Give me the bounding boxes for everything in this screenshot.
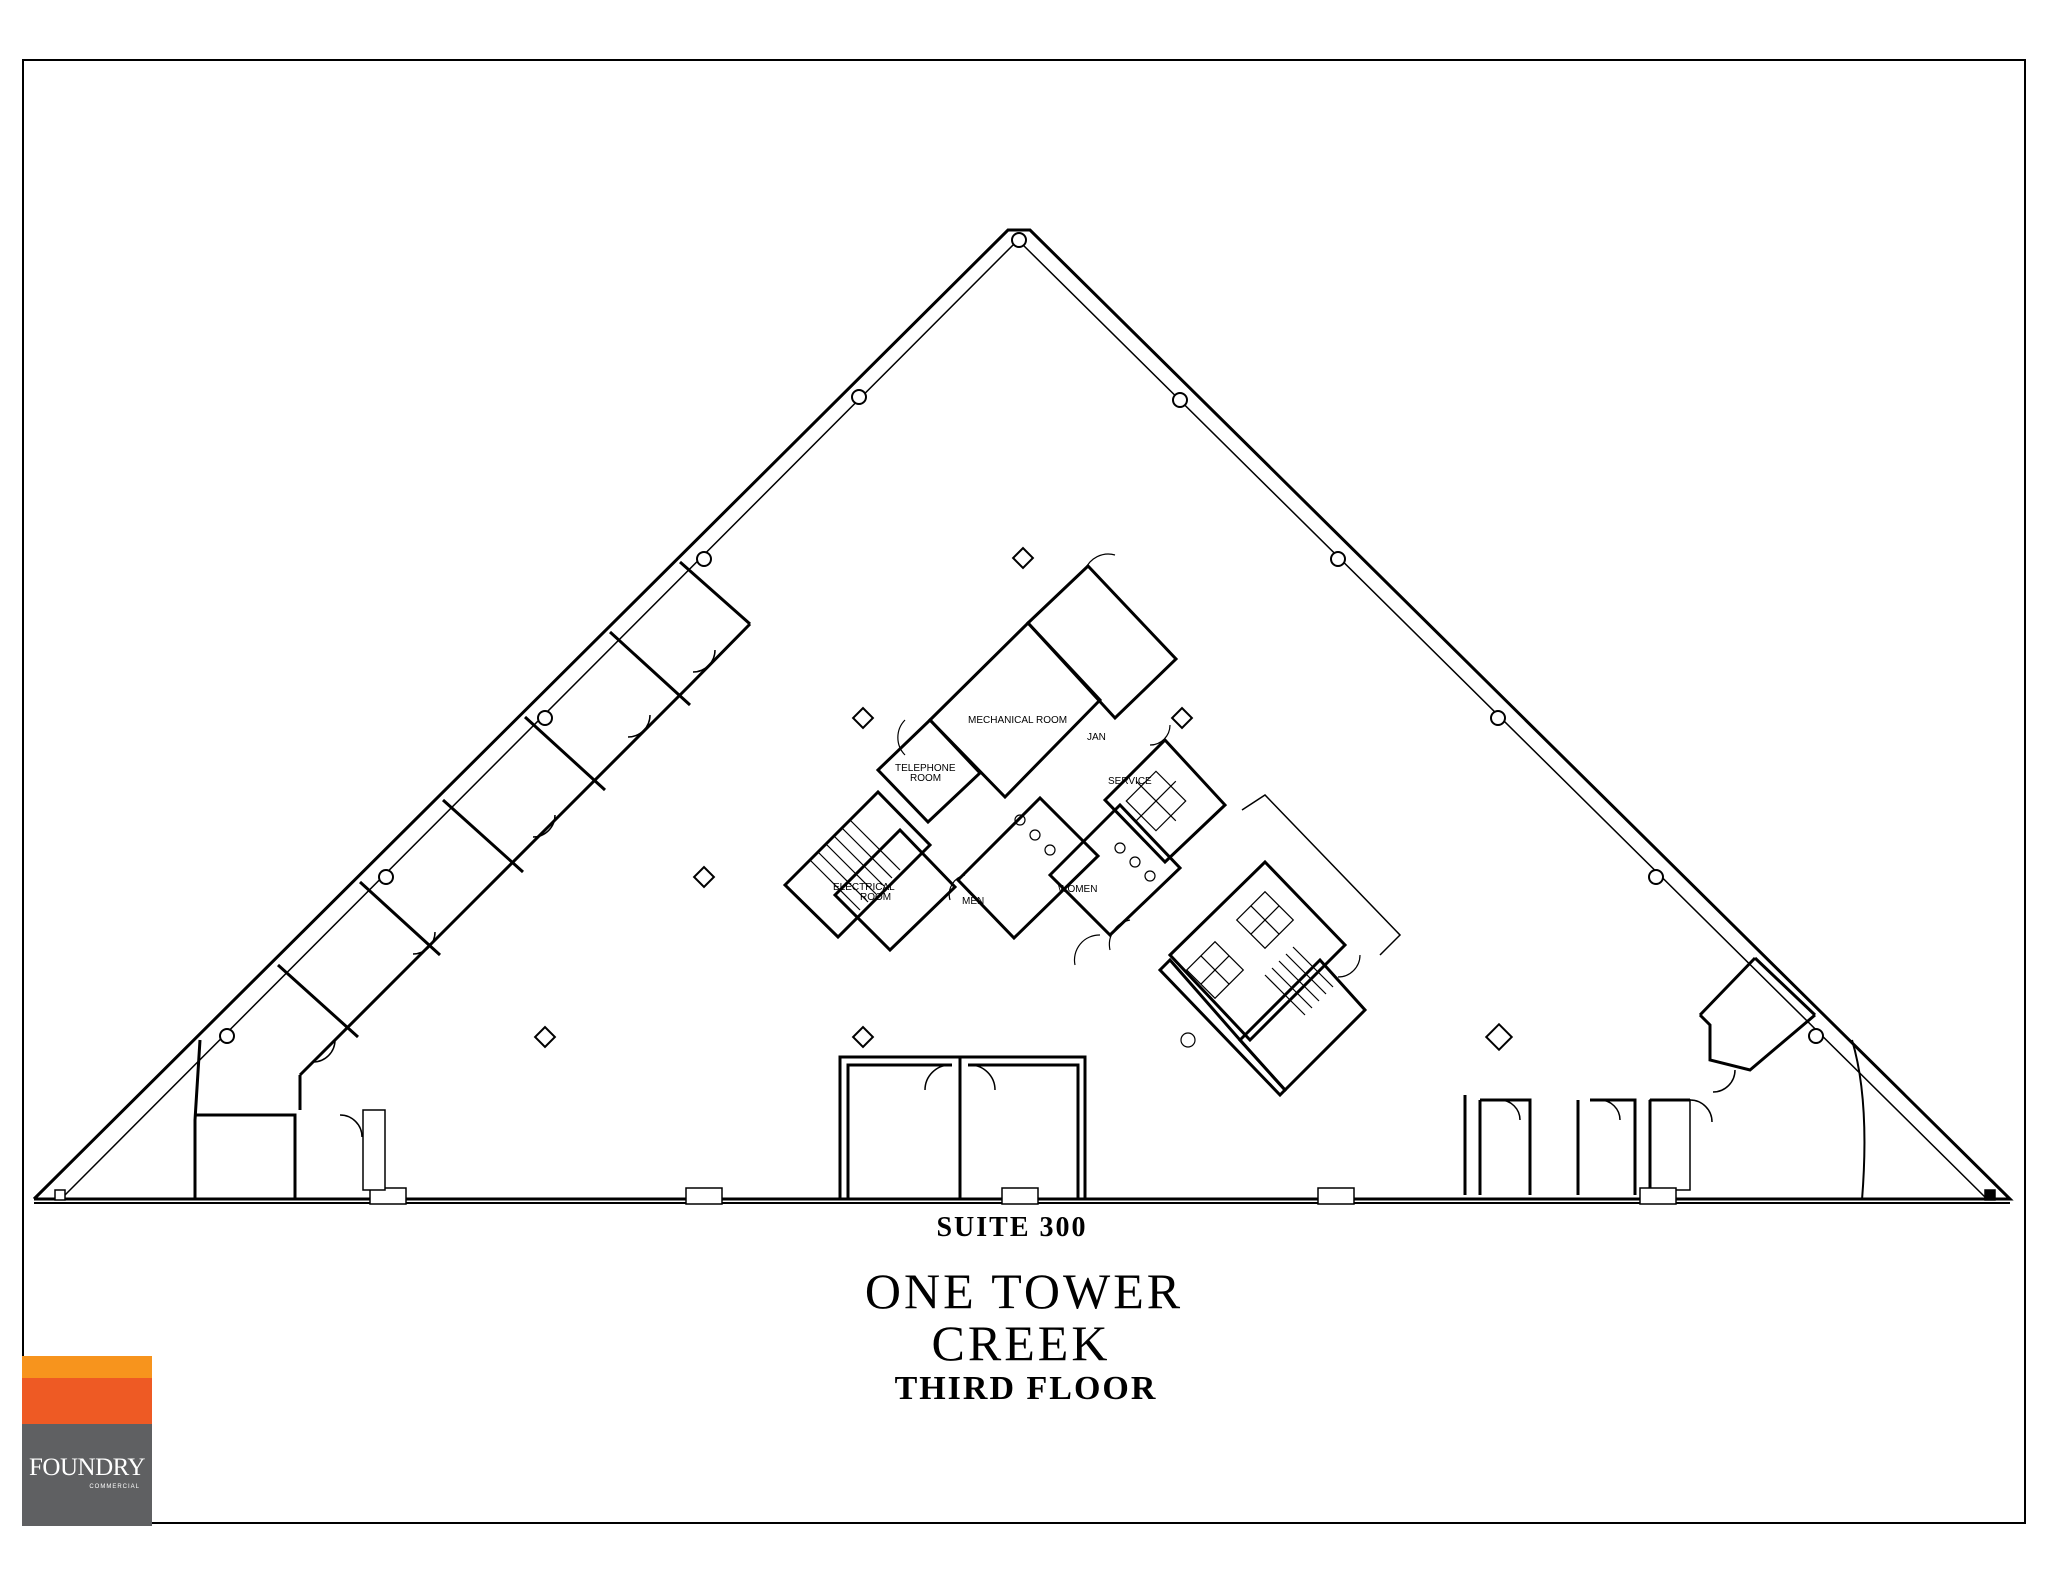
- perimeter-offices-left: [193, 560, 752, 1200]
- label-mechanical-room: MECHANICAL ROOM: [968, 715, 1067, 726]
- building-name-line1: ONE TOWER: [864, 1263, 1184, 1319]
- perimeter-units: [54, 1109, 1996, 1205]
- logo-band-red: [22, 1378, 152, 1424]
- logo-name: FOUNDRY: [29, 1454, 145, 1481]
- label-men: MEN: [962, 896, 984, 907]
- logo-base: FOUNDRY COMMERCIAL: [22, 1424, 152, 1526]
- label-service: SERVICE: [1108, 776, 1152, 787]
- label-women: WOMEN: [1058, 884, 1097, 895]
- logo-band-orange: [22, 1356, 152, 1378]
- suite-label: SUITE 300: [936, 1212, 1088, 1243]
- label-electrical-room-2: ROOM: [860, 892, 891, 903]
- perimeter-office-right: [1698, 956, 1866, 1201]
- label-telephone-room-2: ROOM: [910, 773, 941, 784]
- room-labels: MECHANICAL ROOM TELEPHONE ROOM ELECTRICA…: [833, 715, 1152, 907]
- label-janitor: JAN: [1087, 732, 1106, 743]
- foundry-logo: FOUNDRY COMMERCIAL: [22, 1356, 152, 1526]
- column-markers: [219, 232, 1824, 1052]
- building-name-line2: CREEK: [931, 1315, 1111, 1371]
- bottom-center-rooms: [838, 1055, 1087, 1200]
- floor-label: THIRD FLOOR: [894, 1370, 1158, 1407]
- label-electrical-room: ELECTRICAL: [833, 882, 895, 893]
- core-details: [809, 553, 1361, 1048]
- label-telephone-room: TELEPHONE: [895, 763, 956, 774]
- logo-subtitle: COMMERCIAL: [89, 1484, 140, 1490]
- sheet-border: [22, 59, 2026, 1524]
- building-core: [782, 563, 1402, 1098]
- bottom-right-rooms: [1463, 1095, 1713, 1195]
